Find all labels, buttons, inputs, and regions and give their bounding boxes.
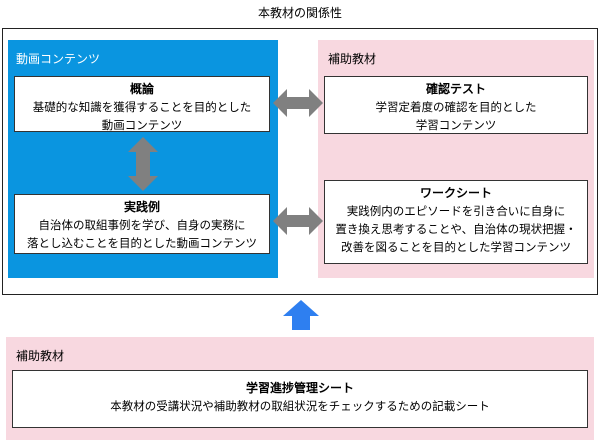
worksheet-box: ワークシート 実践例内のエピソードを引き合いに自身に 置き換え思考することや、自… [324, 180, 588, 264]
practice-example-line-1: 自治体の取組事例を学び、自身の実務に [38, 218, 246, 232]
worksheet-title: ワークシート [419, 186, 492, 200]
video-contents-label: 動画コンテンツ [16, 52, 101, 66]
horizontal-double-arrow-top [273, 89, 323, 117]
worksheet-line-3: 改善を図ることを目的とした学習コンテンツ [341, 240, 571, 254]
check-test-title: 確認テスト [425, 82, 486, 96]
progress-sheet-box: 学習進捗管理シート 本教材の受講状況や補助教材の取組状況をチェックするための記載… [12, 370, 588, 428]
practice-example-box: 実践例 自治体の取組事例を学び、自身の実務に 落とし込むことを目的とした動画コン… [14, 194, 270, 254]
practice-example-line-2: 落とし込むことを目的とした動画コンテンツ [27, 236, 257, 250]
overview-line-1: 基礎的な知識を獲得することを目的とした [32, 100, 252, 114]
bottom-supplement-label: 補助教材 [16, 349, 65, 363]
progress-sheet-title: 学習進捗管理シート [245, 381, 354, 395]
relationship-frame [2, 28, 598, 295]
progress-sheet-line-1: 本教材の受講状況や補助教材の取組状況をチェックするための記載シート [110, 399, 490, 413]
worksheet-line-1: 実践例内のエピソードを引き合いに自身に [346, 204, 566, 218]
supplement-label: 補助教材 [328, 52, 377, 66]
upward-blue-arrow [283, 300, 319, 330]
check-test-box: 確認テスト 学習定着度の確認を目的とした 学習コンテンツ [324, 76, 588, 134]
diagram-title: 本教材の関係性 [257, 6, 342, 20]
horizontal-double-arrow-bottom [273, 207, 323, 235]
practice-example-title: 実践例 [123, 200, 160, 214]
overview-line-2: 動画コンテンツ [101, 118, 183, 132]
overview-title: 概論 [129, 82, 154, 96]
check-test-line-2: 学習コンテンツ [415, 118, 497, 132]
overview-box: 概論 基礎的な知識を獲得することを目的とした 動画コンテンツ [14, 76, 270, 132]
vertical-double-arrow [128, 137, 158, 191]
check-test-line-1: 学習定着度の確認を目的とした [375, 100, 537, 114]
worksheet-line-2: 置き換え思考することや、自治体の現状把握・ [335, 222, 577, 236]
